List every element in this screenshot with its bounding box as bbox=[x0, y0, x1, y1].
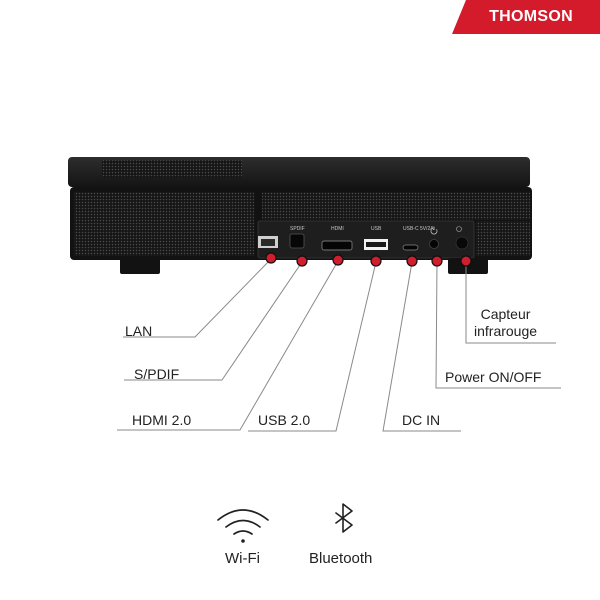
wifi-icon bbox=[217, 509, 269, 543]
label-lan: LAN bbox=[125, 323, 153, 339]
label-dc-in: DC IN bbox=[402, 412, 441, 428]
label-bluetooth: Bluetooth bbox=[309, 550, 373, 567]
brand-name: THOMSON bbox=[489, 8, 573, 25]
ir-icon bbox=[456, 226, 462, 232]
callout-markers bbox=[265, 252, 472, 267]
bluetooth-icon bbox=[335, 503, 353, 533]
port-panel: SPDIF HDMI USB USB-C 5V/2A bbox=[258, 226, 469, 251]
label-hdmi: HDMI 2.0 bbox=[132, 412, 192, 428]
brand-logo bbox=[452, 0, 600, 34]
hdmi-port-label: HDMI bbox=[331, 226, 344, 232]
label-spdif: S/PDIF bbox=[134, 366, 180, 382]
power-icon bbox=[430, 226, 438, 235]
lan-port bbox=[258, 236, 278, 248]
label-usb: USB 2.0 bbox=[258, 412, 311, 428]
power-button bbox=[429, 239, 439, 249]
label-wifi: Wi-Fi bbox=[225, 550, 260, 567]
usbc-port-label: USB-C 5V/2A bbox=[403, 226, 434, 232]
label-ir-sensor: Capteur infrarouge bbox=[474, 306, 538, 339]
spdif-port-label: SPDIF bbox=[290, 226, 305, 232]
hdmi-port bbox=[321, 240, 353, 251]
callout-leaders bbox=[117, 258, 561, 432]
logo-badge bbox=[452, 0, 600, 34]
dc-in-port bbox=[402, 244, 419, 251]
usb-port-label: USB bbox=[371, 226, 382, 232]
ir-sensor bbox=[455, 236, 469, 250]
label-power: Power ON/OFF bbox=[445, 369, 542, 385]
spdif-port bbox=[289, 233, 305, 249]
